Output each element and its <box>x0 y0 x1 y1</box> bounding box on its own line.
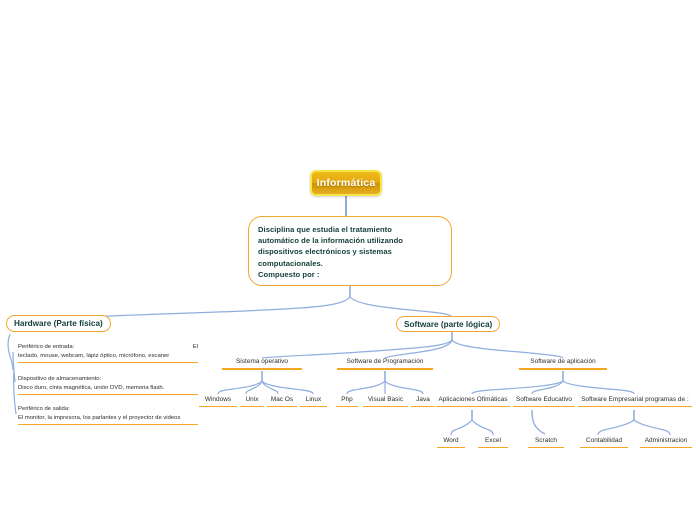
description-line-1: Disciplina que estudia el tratamiento <box>258 225 392 234</box>
category-node-sistema-operativo[interactable]: Sistema operativo <box>222 358 302 371</box>
leaf-node-visual-basic-label: Visual Basic <box>367 396 404 403</box>
leaf-node-linux[interactable]: Linux <box>300 396 327 408</box>
leaf-node-unix[interactable]: Unix <box>240 396 264 408</box>
branch-node-hardware[interactable]: Hardware (Parte física) <box>6 315 111 332</box>
branch-node-software[interactable]: Software (parte lógica) <box>396 316 501 332</box>
subcategory-node-aplicaciones-ofimaticas-underline <box>436 405 510 408</box>
category-node-software-aplicacion-underline <box>519 367 607 371</box>
leaf-node-excel[interactable]: Excel <box>478 437 508 449</box>
leaf-node-scratch-label: Scratch <box>534 437 557 444</box>
leaf-node-administracion-underline <box>640 446 692 449</box>
root-node-label: Informática <box>316 177 376 189</box>
leaf-node-php-underline <box>336 405 358 408</box>
leaf-node-java-label: Java <box>416 396 430 403</box>
leaf-node-mac-os[interactable]: Mac Os <box>267 396 297 408</box>
leaf-node-visual-basic-underline <box>363 405 408 408</box>
hardware-item-salida[interactable]: Periférico de salida: El monitor, la imp… <box>18 405 198 426</box>
leaf-node-word[interactable]: Word <box>437 437 465 449</box>
leaf-node-scratch[interactable]: Scratch <box>528 437 564 449</box>
branch-node-hardware-label: Hardware (Parte física) <box>14 319 103 328</box>
leaf-node-java[interactable]: Java <box>411 396 435 408</box>
hardware-item-almacenamiento[interactable]: Dispositivo de almacenamiento: Disco dur… <box>18 375 198 396</box>
branch-node-software-label: Software (parte lógica) <box>404 319 493 329</box>
hardware-item-entrada-underline <box>18 362 198 364</box>
leaf-node-visual-basic[interactable]: Visual Basic <box>363 396 408 408</box>
leaf-node-mac-os-label: Mac Os <box>270 396 294 403</box>
category-node-software-programacion-underline <box>337 367 433 371</box>
subcategory-node-software-educativo-underline <box>513 405 575 408</box>
leaf-node-windows-label: Windows <box>204 396 232 403</box>
leaf-node-contabilidad-underline <box>580 446 628 449</box>
subcategory-node-software-empresarial-label: Software Empresarial programas de : <box>581 396 689 403</box>
description-line-3: dispositivos electrónicos y sistemas <box>258 247 392 257</box>
hardware-item-entrada[interactable]: Periférico de entrada: El teclado, mouse… <box>18 343 198 364</box>
leaf-node-java-underline <box>411 405 435 408</box>
category-node-sistema-operativo-label: Sistema operativo <box>236 358 288 365</box>
leaf-node-excel-underline <box>478 446 508 449</box>
subcategory-node-software-empresarial-underline <box>578 405 692 408</box>
hardware-item-almacenamiento-title-row: Dispositivo de almacenamiento: <box>18 375 198 384</box>
hardware-item-entrada-title-row: Periférico de entrada: El <box>18 343 198 352</box>
leaf-node-excel-label: Excel <box>485 437 501 444</box>
subcategory-node-aplicaciones-ofimaticas-label: Aplicaciones Ofimáticas <box>438 396 508 403</box>
leaf-node-word-label: Word <box>443 437 459 444</box>
hardware-item-salida-detail: El monitor, la impresora, los parlantes … <box>18 414 181 421</box>
category-node-sistema-operativo-underline <box>222 367 302 371</box>
leaf-node-unix-underline <box>240 405 264 408</box>
leaf-node-administracion[interactable]: Administracion <box>640 437 692 449</box>
leaf-node-linux-underline <box>300 405 327 408</box>
hardware-item-salida-underline <box>18 424 198 426</box>
category-node-software-aplicacion[interactable]: Software de aplicación <box>519 358 607 371</box>
leaf-node-administracion-label: Administracion <box>644 437 688 444</box>
hardware-item-salida-title: Periférico de salida: <box>18 406 70 412</box>
leaf-node-contabilidad[interactable]: Contabilidad <box>580 437 628 449</box>
leaf-node-word-underline <box>437 446 465 449</box>
hardware-item-entrada-suffix: El <box>192 344 198 350</box>
hardware-item-entrada-title: Periférico de entrada: <box>18 344 75 350</box>
leaf-node-windows-underline <box>199 405 237 408</box>
description-line-5: Compuesto por : <box>258 269 320 279</box>
leaf-node-windows[interactable]: Windows <box>199 396 237 408</box>
hardware-item-almacenamiento-title: Dispositivo de almacenamiento: <box>18 376 102 382</box>
subcategory-node-software-empresarial[interactable]: Software Empresarial programas de : <box>578 396 692 408</box>
leaf-node-linux-label: Linux <box>305 396 322 403</box>
leaf-node-php[interactable]: Php <box>336 396 358 408</box>
root-node-informatica[interactable]: Informática <box>310 170 382 196</box>
hardware-item-salida-title-row: Periférico de salida: <box>18 405 198 414</box>
hardware-item-almacenamiento-detail: Disco duro, cinta magnética, unión DVD, … <box>18 384 165 391</box>
leaf-node-unix-label: Unix <box>245 396 259 403</box>
subcategory-node-software-educativo[interactable]: Software Educativo <box>513 396 575 408</box>
description-line-4: computacionales. <box>258 258 323 268</box>
leaf-node-mac-os-underline <box>267 405 297 408</box>
category-node-software-aplicacion-label: Software de aplicación <box>530 358 596 365</box>
category-node-software-programacion[interactable]: Software de Programación <box>337 358 433 371</box>
leaf-node-contabilidad-label: Contabilidad <box>585 437 623 444</box>
category-node-software-programacion-label: Software de Programación <box>346 358 424 365</box>
leaf-node-php-label: Php <box>341 396 353 403</box>
hardware-item-entrada-detail: teclado, mouse, webcam, lápiz óptico, mi… <box>18 352 170 359</box>
subcategory-node-aplicaciones-ofimaticas[interactable]: Aplicaciones Ofimáticas <box>436 396 510 408</box>
description-box[interactable]: Disciplina que estudia el tratamiento au… <box>248 216 452 286</box>
leaf-node-scratch-underline <box>528 446 564 449</box>
description-line-2: automático de la información utilizando <box>258 236 403 246</box>
hardware-item-almacenamiento-underline <box>18 394 198 396</box>
subcategory-node-software-educativo-label: Software Educativo <box>516 396 572 403</box>
